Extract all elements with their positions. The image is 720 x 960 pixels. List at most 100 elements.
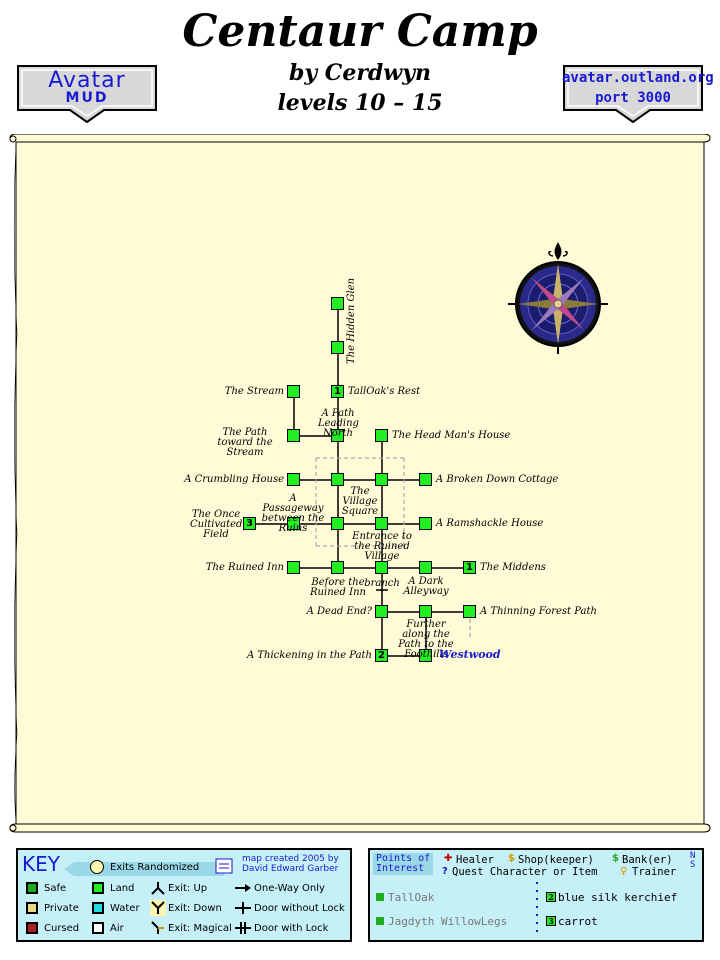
avatar-mud-banner: Avatar MUD <box>16 64 158 124</box>
key-safe-label: Safe <box>44 883 67 894</box>
poi-char-jagdyth[interactable]: Jagdyth WillowLegs <box>388 915 508 928</box>
door-with-lock-icon <box>235 922 251 934</box>
key-credit-line2: David Edward Garber <box>242 864 339 874</box>
label-westwood[interactable]: Westwood <box>439 648 501 661</box>
label-passageway: A Passageway between the Ruins <box>261 493 325 534</box>
key-exits-randomized: Exits Randomized <box>110 862 200 873</box>
room-head-mans-house[interactable] <box>375 429 388 442</box>
label-further-along: Further along the Path to the Foothills <box>398 619 454 660</box>
label-thickening: A Thickening in the Path <box>246 650 372 661</box>
label-middens: The Middens <box>480 562 546 573</box>
key-land-label: Land <box>110 883 135 894</box>
label-broken-down-cottage: A Broken Down Cottage <box>436 474 559 485</box>
bank-icon: $ <box>612 853 619 864</box>
poi-title-line2: Interest <box>376 863 425 874</box>
room-village-north[interactable] <box>331 473 344 486</box>
poi-char-talloak[interactable]: TallOak <box>388 891 435 904</box>
room-thinning-forest[interactable] <box>463 605 476 618</box>
room-glen-path[interactable] <box>331 341 344 354</box>
compass-letters: N S <box>690 851 696 870</box>
poi-legend-quest: Quest Character or Item <box>452 866 598 878</box>
poi-item-carrot[interactable]: carrot <box>558 915 598 928</box>
key-private-swatch <box>26 902 38 914</box>
points-of-interest-panel: Points of Interest ✚ Healer $ Shop(keepe… <box>368 848 704 942</box>
key-exit-up: Exit: Up <box>168 883 208 894</box>
key-credit-line1: map created 2005 by <box>242 854 339 864</box>
banner-avatar-text: Avatar <box>48 68 126 93</box>
map-key-panel: KEY Exits Randomized map created 2005 by… <box>16 848 352 942</box>
label-before-ruined-inn: Before the Ruined Inn <box>310 577 366 598</box>
key-door-without-lock: Door without Lock <box>254 903 345 914</box>
banner-mud-text: MUD <box>65 90 109 106</box>
room-dark-alleyway[interactable] <box>419 561 432 574</box>
label-branch: branch <box>364 578 400 589</box>
compass-rose-icon <box>508 242 608 354</box>
key-cursed-swatch <box>26 922 38 934</box>
poi-legend-trainer: Trainer <box>632 866 677 878</box>
healer-icon: ✚ <box>444 853 453 864</box>
server-host-text: avatar.outland.org <box>562 70 714 86</box>
key-land-swatch <box>92 882 104 894</box>
exits-randomized-icon <box>90 860 104 874</box>
scroll-icon <box>215 858 233 874</box>
shop-icon: $ <box>508 853 515 864</box>
one-way-arrow-icon <box>235 884 251 892</box>
label-path-leading-north: A Path Leading North <box>318 408 359 439</box>
map-author: by Cerdwyn <box>288 60 432 86</box>
room-hidden-glen[interactable] <box>331 297 344 310</box>
room-middens[interactable]: 1 <box>463 561 476 574</box>
key-cursed-label: Cursed <box>44 923 80 934</box>
poi-legend-bank: Bank(er) <box>622 854 673 866</box>
label-once-cultivated-field: The Once Cultivated Field <box>190 509 243 540</box>
label-talloak-rest: TallOak's Rest <box>348 386 421 397</box>
server-address-banner: avatar.outland.org port 3000 <box>562 64 714 124</box>
key-exit-down: Exit: Down <box>168 903 222 914</box>
poi-legend-shop: Shop(keeper) <box>518 854 594 866</box>
room-village-square[interactable] <box>375 473 388 486</box>
server-port-text: port 3000 <box>595 90 671 106</box>
room-ruined-inn[interactable] <box>287 561 300 574</box>
label-dead-end: A Dead End? <box>306 606 372 617</box>
key-water-swatch <box>92 902 104 914</box>
label-dark-alleyway: A Dark Alleyway <box>403 576 449 597</box>
room-crumbling-house[interactable] <box>287 473 300 486</box>
room-path-toward-stream[interactable] <box>287 429 300 442</box>
room-further-along[interactable] <box>419 605 432 618</box>
label-hidden-glen: The Hidden Glen <box>346 277 357 364</box>
label-entrance-ruined-village: Entrance to the Ruined Village <box>352 531 412 562</box>
door-without-lock-icon <box>235 902 251 914</box>
label-path-toward-stream: The Path toward the Stream <box>217 427 273 458</box>
room-broken-down-cottage[interactable] <box>419 473 432 486</box>
key-air-swatch <box>92 922 104 934</box>
quest-icon: ? <box>442 866 448 877</box>
parchment-scroll <box>9 134 711 833</box>
room-ramshackle-house[interactable] <box>419 517 432 530</box>
item-3-marker: 3 <box>546 916 556 926</box>
exit-magical-icon <box>151 921 164 934</box>
exit-up-icon <box>151 882 165 895</box>
room-westwood-exit[interactable] <box>419 649 432 662</box>
room-thickening[interactable]: 2 <box>375 649 388 662</box>
label-head-mans-house: The Head Man's House <box>392 430 511 441</box>
item-2-marker: 2 <box>546 892 556 902</box>
poi-item-kerchief[interactable]: blue silk kerchief <box>558 891 678 904</box>
map-title: Centaur Camp <box>182 6 538 57</box>
label-stream: The Stream <box>224 386 284 397</box>
trainer-icon: ♀ <box>620 866 628 877</box>
room-talloak-rest[interactable]: 1 <box>331 385 344 398</box>
room-dead-end[interactable] <box>375 605 388 618</box>
room-before-ruined-inn[interactable] <box>331 561 344 574</box>
room-passageway[interactable] <box>287 517 300 530</box>
talloak-marker <box>376 893 384 901</box>
key-safe-swatch <box>26 882 38 894</box>
poi-title-line1: Points of <box>376 853 431 864</box>
room-branch[interactable] <box>375 561 388 574</box>
room-once-cultivated-field[interactable]: 3 <box>243 517 256 530</box>
room-path-leading-north[interactable] <box>331 429 344 442</box>
room-stream[interactable] <box>287 385 300 398</box>
room-between-ruins[interactable] <box>331 517 344 530</box>
label-crumbling-house: A Crumbling House <box>184 474 284 485</box>
room-entrance-ruined-village[interactable] <box>375 517 388 530</box>
poi-legend-healer: Healer <box>456 854 494 866</box>
jagdyth-marker <box>376 917 384 925</box>
